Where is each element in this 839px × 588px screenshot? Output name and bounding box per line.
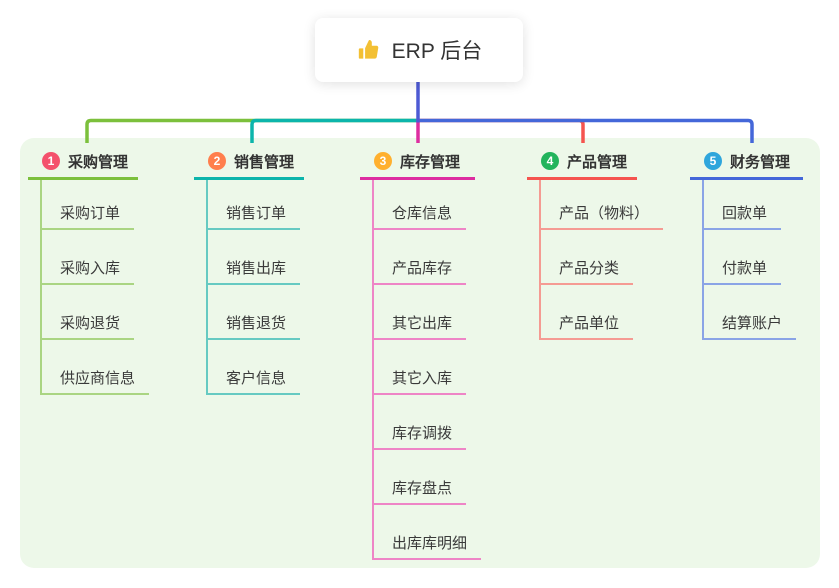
child-node[interactable]: 付款单	[704, 230, 782, 285]
child-node[interactable]: 产品库存	[374, 230, 467, 285]
child-node[interactable]: 销售出库	[208, 230, 301, 285]
mindmap-panel	[20, 138, 820, 568]
child-node[interactable]: 销售订单	[208, 180, 301, 230]
child-node[interactable]: 出库库明细	[374, 505, 482, 560]
branch-inventory: 3 库存管理 仓库信息产品库存其它出库其它入库库存调拨库存盘点出库库明细	[360, 145, 482, 560]
branch-product: 4 产品管理 产品（物料）产品分类产品单位	[527, 145, 664, 340]
child-node[interactable]: 回款单	[704, 180, 782, 230]
child-node[interactable]: 销售退货	[208, 285, 301, 340]
branch-children-finance: 回款单付款单结算账户	[702, 180, 803, 340]
child-node[interactable]: 采购退货	[42, 285, 135, 340]
branch-label: 库存管理	[400, 153, 461, 171]
root-label: ERP 后台	[391, 40, 483, 63]
branch-purchase: 1 采购管理 采购订单采购入库采购退货供应商信息	[28, 145, 150, 395]
child-node[interactable]: 产品（物料）	[541, 180, 664, 230]
child-node[interactable]: 采购入库	[42, 230, 135, 285]
branch-number-badge: 2	[208, 152, 226, 170]
root-node[interactable]: ERP 后台	[315, 18, 523, 82]
branch-children-product: 产品（物料）产品分类产品单位	[539, 180, 664, 340]
child-node[interactable]: 采购订单	[42, 180, 135, 230]
branch-children-purchase: 采购订单采购入库采购退货供应商信息	[40, 180, 150, 395]
branch-children-inventory: 仓库信息产品库存其它出库其它入库库存调拨库存盘点出库库明细	[372, 180, 482, 560]
branch-header-sales[interactable]: 2 销售管理	[194, 145, 304, 180]
branch-number-badge: 5	[704, 152, 722, 170]
branch-sales: 2 销售管理 销售订单销售出库销售退货客户信息	[194, 145, 304, 395]
branch-number-badge: 1	[42, 152, 60, 170]
child-node[interactable]: 产品分类	[541, 230, 634, 285]
branch-finance: 5 财务管理 回款单付款单结算账户	[690, 145, 803, 340]
branch-label: 财务管理	[730, 153, 791, 171]
branch-number-badge: 4	[541, 152, 559, 170]
branch-header-purchase[interactable]: 1 采购管理	[28, 145, 138, 180]
branch-label: 采购管理	[68, 153, 129, 171]
branch-label: 销售管理	[234, 153, 295, 171]
child-node[interactable]: 客户信息	[208, 340, 301, 395]
branch-children-sales: 销售订单销售出库销售退货客户信息	[206, 180, 304, 395]
branch-label: 产品管理	[567, 153, 628, 171]
branch-header-finance[interactable]: 5 财务管理	[690, 145, 803, 180]
child-node[interactable]: 产品单位	[541, 285, 634, 340]
child-node[interactable]: 库存调拨	[374, 395, 467, 450]
branch-number-badge: 3	[374, 152, 392, 170]
thumbs-up-icon	[356, 37, 382, 63]
child-node[interactable]: 供应商信息	[42, 340, 150, 395]
child-node[interactable]: 仓库信息	[374, 180, 467, 230]
child-node[interactable]: 其它出库	[374, 285, 467, 340]
child-node[interactable]: 结算账户	[704, 285, 797, 340]
branch-header-inventory[interactable]: 3 库存管理	[360, 145, 475, 180]
branch-header-product[interactable]: 4 产品管理	[527, 145, 637, 180]
child-node[interactable]: 其它入库	[374, 340, 467, 395]
child-node[interactable]: 库存盘点	[374, 450, 467, 505]
